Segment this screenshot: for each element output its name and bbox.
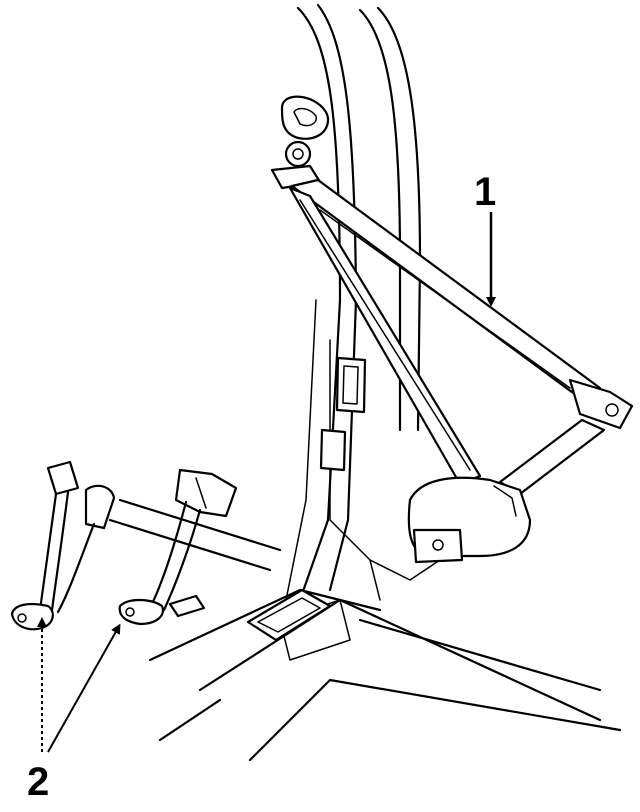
- pillar-panel: [108, 3, 622, 762]
- callout-part-2: 2: [27, 760, 50, 804]
- part-2-buckle-assemblies: [10, 460, 238, 631]
- callout-leaders: [37, 212, 496, 753]
- part-1-seat-belt-assembly: [270, 95, 634, 564]
- arrow-icon: [47, 623, 121, 753]
- callout-part-1: 1: [474, 170, 497, 214]
